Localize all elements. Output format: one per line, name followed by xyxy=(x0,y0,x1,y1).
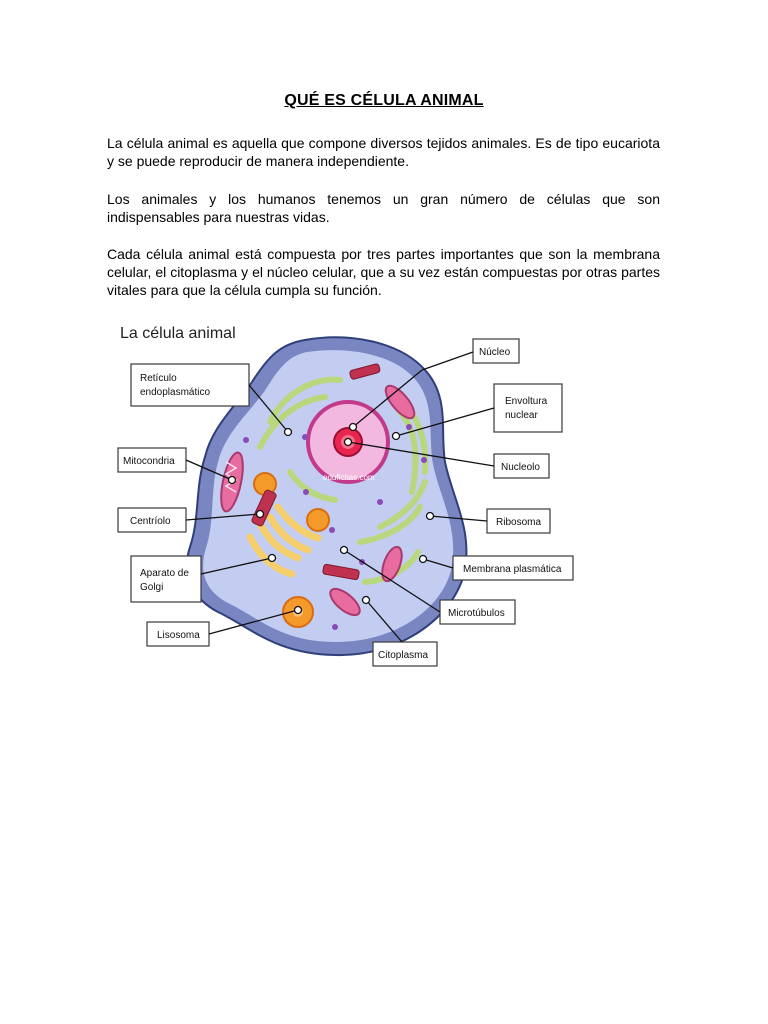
label-microtubulos: Microtúbulos xyxy=(448,608,505,619)
figure-title: La célula animal xyxy=(120,325,236,342)
page-title: QUÉ ES CÉLULA ANIMAL xyxy=(0,92,768,110)
label-box-reticulo xyxy=(131,364,249,406)
label-envoltura-2: nuclear xyxy=(505,410,538,421)
label-golgi-1: Aparato de xyxy=(140,568,189,579)
label-nucleo: Núcleo xyxy=(479,347,511,358)
label-reticulo-1: Retículo xyxy=(140,373,177,384)
paragraph-animals-humans: Los animales y los humanos tenemos un gr… xyxy=(107,190,660,226)
label-box-envoltura xyxy=(494,384,562,432)
watermark: edufichas.com xyxy=(323,473,375,482)
animal-cell-diagram: La célula animal edufichas.com xyxy=(100,312,590,672)
animal-cell-svg: La célula animal edufichas.com xyxy=(100,312,590,672)
label-golgi-2: Golgi xyxy=(140,582,163,593)
label-envoltura-1: Envoltura xyxy=(505,396,548,407)
label-centriolo: Centríolo xyxy=(130,516,171,527)
label-mitocondria: Mitocondria xyxy=(123,456,175,467)
lysosome-3 xyxy=(307,509,329,531)
paragraph-intro: La célula animal es aquella que compone … xyxy=(107,134,660,170)
label-lisosoma: Lisosoma xyxy=(157,630,200,641)
label-box-golgi xyxy=(131,556,201,602)
paragraph-cell-parts: Cada célula animal está compuesta por tr… xyxy=(107,245,660,299)
label-membrana: Membrana plasmática xyxy=(463,564,562,575)
label-citoplasma: Citoplasma xyxy=(378,650,428,661)
label-ribosoma: Ribosoma xyxy=(496,517,541,528)
label-nucleolo: Nucleolo xyxy=(501,462,540,473)
label-reticulo-2: endoplasmático xyxy=(140,387,210,398)
